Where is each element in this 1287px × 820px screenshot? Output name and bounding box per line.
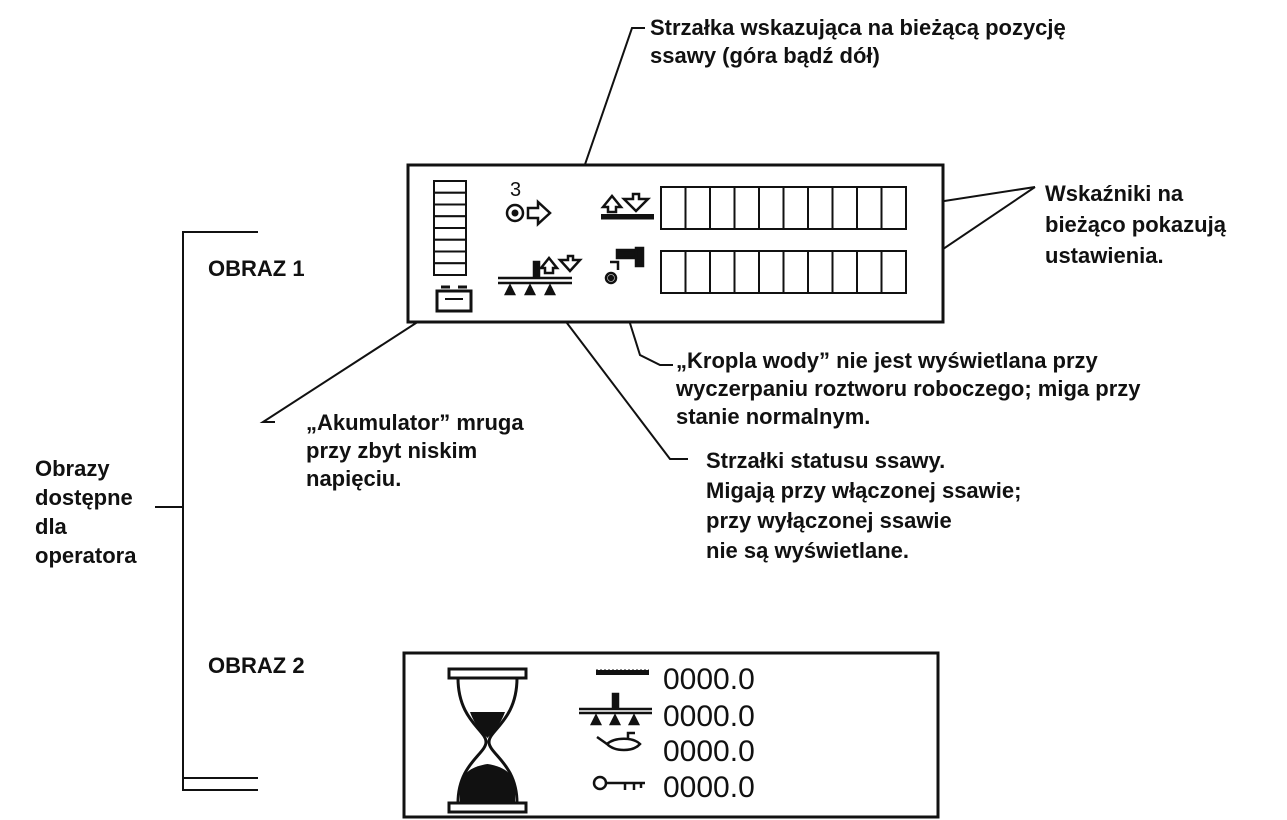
label-water-drop: „Kropla wody” nie jest wyświetlana przy … xyxy=(676,347,1141,431)
segment-rows xyxy=(660,186,907,294)
segment-bottom xyxy=(684,250,711,294)
gear-number: 3 xyxy=(510,179,521,201)
gear-icon xyxy=(505,203,525,223)
label-line: Wskaźniki na xyxy=(1045,181,1184,206)
boom-icon xyxy=(596,669,649,675)
label-line: operatora xyxy=(35,543,137,568)
operator-bracket xyxy=(182,231,258,791)
segment-top xyxy=(709,186,736,230)
battery-icon xyxy=(435,285,473,313)
label-arrow-position: Strzałka wskazująca na bieżącą pozycję s… xyxy=(650,14,1066,70)
screen1-title: OBRAZ 1 xyxy=(208,256,305,281)
segment-bottom xyxy=(831,250,858,294)
screen2-panel: 0000.0 0000.0 0000.0 0000.0 xyxy=(402,651,940,819)
segment-top xyxy=(880,186,907,230)
segment-top xyxy=(733,186,760,230)
bar-segment xyxy=(433,238,467,253)
segment-bottom xyxy=(709,250,736,294)
reading-boom: 0000.0 xyxy=(663,663,755,696)
boom-arrows-icon xyxy=(538,254,583,275)
segment-top xyxy=(807,186,834,230)
leader-battery xyxy=(259,311,434,423)
bar-segment xyxy=(433,227,467,241)
label-line: napięciu. xyxy=(306,466,402,491)
label-battery: „Akumulator” mruga przy zbyt niskim napi… xyxy=(306,409,524,493)
reading-sprayer: 0000.0 xyxy=(663,700,755,733)
label-operator-screens: Obrazy dostępne dla operatora xyxy=(35,454,136,570)
ground-bar-icon xyxy=(601,214,654,220)
label-line: wyczerpaniu roztworu roboczego; miga prz… xyxy=(676,376,1141,401)
label-line: dla xyxy=(35,514,67,539)
label-line: Migają przy włączonej ssawie; xyxy=(706,478,1022,503)
leader-suction-status xyxy=(544,293,688,460)
label-line: dostępne xyxy=(35,485,133,510)
sprayer-icon xyxy=(579,692,652,726)
segment-top xyxy=(660,186,687,230)
reading-oil: 0000.0 xyxy=(663,735,755,768)
label-line: ustawienia. xyxy=(1045,243,1164,268)
segment-bottom xyxy=(758,250,785,294)
hourglass-icon xyxy=(447,667,528,814)
bar-segment xyxy=(433,180,467,194)
label-indicators: Wskaźniki na bieżąco pokazują ustawienia… xyxy=(1045,178,1226,271)
label-line: przy zbyt niskim xyxy=(306,438,478,463)
label-suction-status: Strzałki statusu ssawy. Migają przy włąc… xyxy=(706,446,1021,566)
sprayer-boom-icon xyxy=(498,260,572,296)
reading-key: 0000.0 xyxy=(663,771,755,804)
bar-segment xyxy=(433,215,467,229)
segment-top xyxy=(831,186,858,230)
segment-top xyxy=(856,186,883,230)
water-drop-icon xyxy=(604,246,645,285)
label-line: Obrazy xyxy=(35,456,110,481)
label-line: nie są wyświetlane. xyxy=(706,538,909,563)
segment-bottom xyxy=(782,250,809,294)
segment-bottom xyxy=(733,250,760,294)
up-down-arrows-icon xyxy=(600,192,652,214)
bar-segment xyxy=(433,203,467,218)
label-line: Strzałka wskazująca na bieżącą pozycję xyxy=(650,15,1066,40)
oil-can-icon xyxy=(596,731,642,752)
segment-top xyxy=(758,186,785,230)
segment-top xyxy=(684,186,711,230)
screen2-title: OBRAZ 2 xyxy=(208,653,305,678)
label-line: „Akumulator” mruga xyxy=(306,410,524,435)
key-icon xyxy=(592,775,645,791)
screen1-panel: 3 xyxy=(406,163,945,324)
label-line: Strzałki statusu ssawy. xyxy=(706,448,946,473)
bar-level-icon xyxy=(433,180,467,276)
segment-bottom xyxy=(807,250,834,294)
segment-bottom xyxy=(660,250,687,294)
label-line: stanie normalnym. xyxy=(676,404,871,429)
segment-bottom xyxy=(880,250,907,294)
bar-segment xyxy=(433,191,467,206)
label-line: ssawy (góra bądź dół) xyxy=(650,43,880,68)
label-line: „Kropla wody” nie jest wyświetlana przy xyxy=(676,348,1098,373)
bar-segment xyxy=(433,250,467,265)
segment-top xyxy=(782,186,809,230)
arrow-right-icon xyxy=(526,199,552,227)
bar-segment xyxy=(433,262,467,276)
label-line: bieżąco pokazują xyxy=(1045,212,1226,237)
segment-bottom xyxy=(856,250,883,294)
label-line: przy wyłączonej ssawie xyxy=(706,508,952,533)
